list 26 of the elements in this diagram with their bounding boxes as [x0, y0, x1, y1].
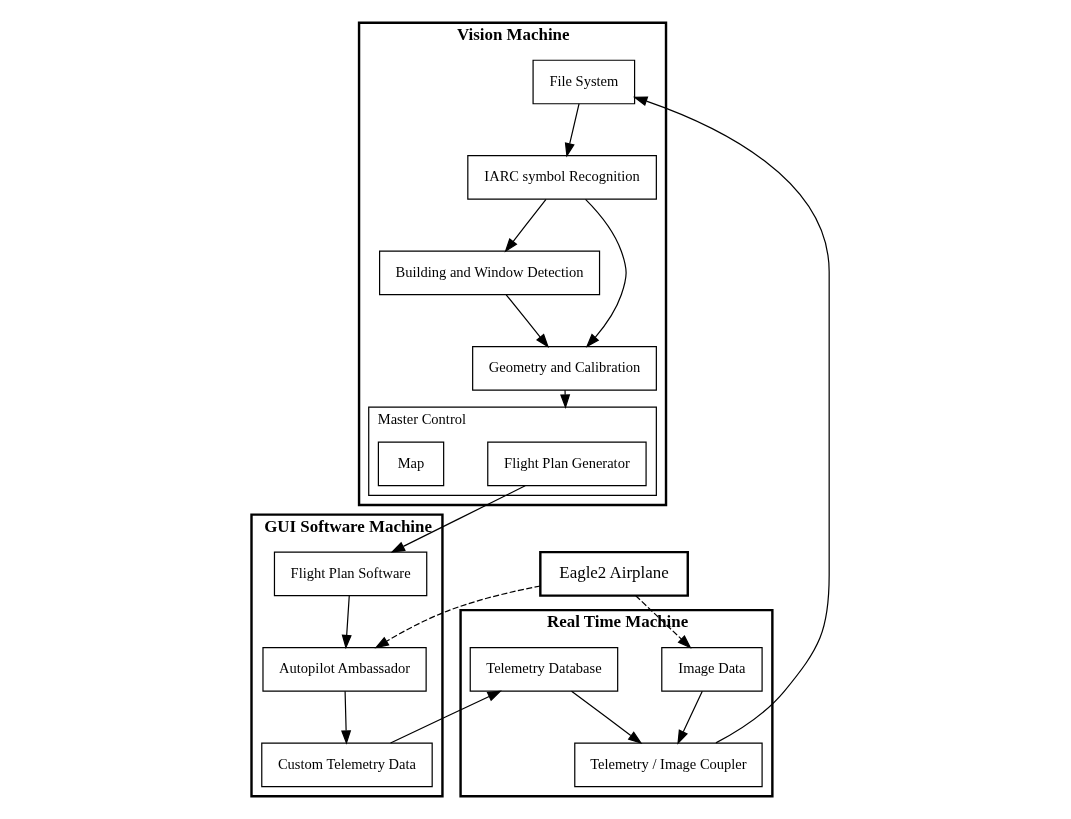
node-box: IARC symbol Recognition: [467, 155, 657, 200]
arrow: [505, 294, 550, 349]
arrow: [632, 96, 830, 744]
arrow: [584, 198, 627, 348]
arrow: [571, 690, 643, 745]
node-box: File System: [532, 59, 636, 105]
arrow: [677, 690, 703, 745]
node-box: Flight Plan Software: [273, 551, 428, 597]
node-box: Telemetry / Image Coupler: [574, 742, 763, 788]
node-box: Geometry and Calibration: [472, 346, 657, 391]
node-box: Map: [377, 441, 445, 487]
arrow: [564, 103, 580, 158]
node-box: Flight Plan Generator: [487, 441, 647, 487]
arrow: [389, 690, 502, 744]
arrow: [635, 595, 692, 649]
node-box: Building and Window Detection: [379, 250, 601, 296]
node-box: Eagle2 Airplane: [539, 550, 689, 597]
arrow: [341, 690, 352, 745]
node-box: Custom Telemetry Data: [261, 742, 433, 788]
node-box: Image Data: [661, 646, 763, 692]
node-box: Autopilot Ambassador: [262, 646, 427, 692]
arrow: [504, 198, 547, 253]
node-box: Telemetry Database: [469, 646, 619, 692]
arrow: [341, 595, 352, 650]
arrow: [560, 389, 571, 409]
arrow: [374, 585, 541, 649]
